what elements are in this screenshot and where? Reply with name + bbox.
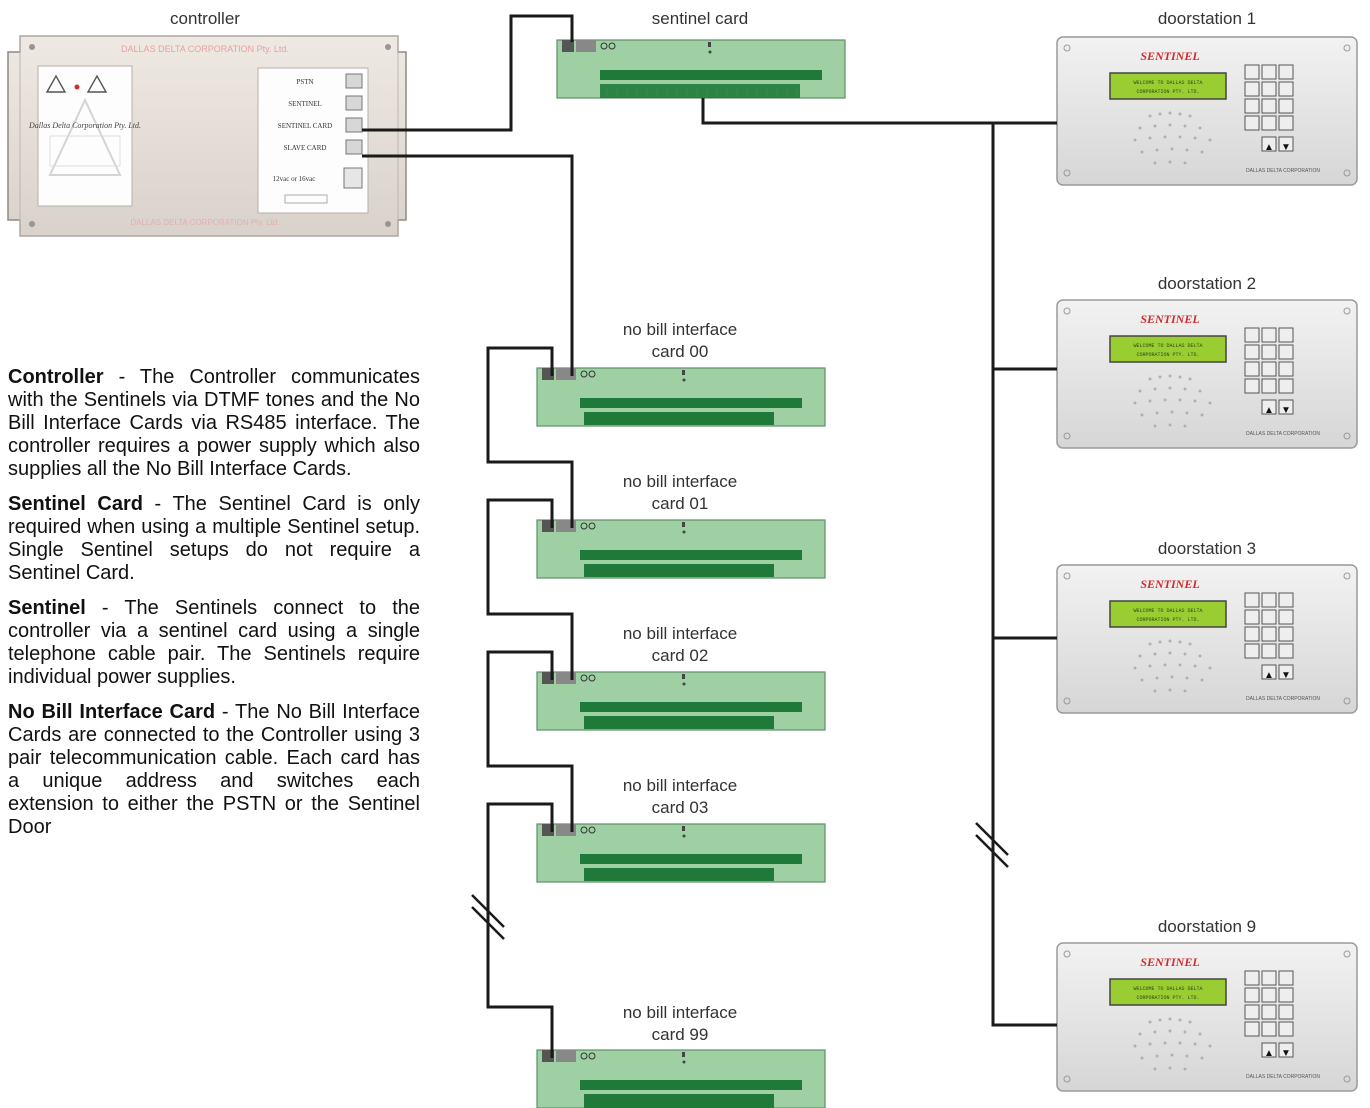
- nb-card-label-00: no bill interface card 00: [580, 319, 780, 363]
- chain-break-mark-1: [471, 894, 505, 928]
- port-label-1: SENTINEL: [288, 100, 321, 108]
- power-label: 12vac or 16vac: [273, 175, 316, 183]
- sentinel-card-board: [556, 39, 846, 99]
- lcd-line2-1: CORPORATION PTY. LTD.: [1136, 89, 1199, 95]
- doorstation-panel-9: SENTINEL WELCOME TO DALLAS DELTA CORPORA…: [1056, 942, 1358, 1092]
- wire-nb-02-03: [486, 650, 574, 832]
- description-text-sentinel-card: The Sentinel Card is only required when …: [8, 493, 421, 584]
- doorstation-brand-9: SENTINEL: [1140, 955, 1199, 969]
- nb-card-label-99-line1: no bill interface: [622, 1003, 738, 1022]
- description-sentinel: Sentinel - The Sentinels connect to the …: [8, 597, 420, 689]
- nb-card-label-00-line1: no bill interface: [622, 320, 738, 339]
- nb-card-board-01: [536, 519, 826, 579]
- description-sentinel-card: Sentinel Card - The Sentinel Card is onl…: [8, 493, 420, 585]
- description-term-sentinel-card: Sentinel Card: [8, 493, 143, 515]
- controller-unit: DALLAS DELTA CORPORATION Pty. Ltd. DALLA…: [7, 35, 407, 237]
- wire-nb-00-01: [486, 346, 574, 528]
- bus-break-mark-2: [975, 834, 1009, 868]
- doorstation-panel-1: SENTINEL WELCOME TO DALLAS DELTA CORPORA…: [1056, 36, 1358, 186]
- nb-card-label-03-line1: no bill interface: [622, 776, 738, 795]
- description-sep-controller: -: [103, 366, 140, 388]
- svg-text:▼: ▼: [1281, 142, 1291, 153]
- doorstation-footer-3: DALLAS DELTA CORPORATION: [1246, 696, 1320, 702]
- doorstation-label-3: doorstation 3: [1157, 539, 1257, 558]
- nb-card-label-03: no bill interface card 03: [580, 775, 780, 819]
- bus-break-mark-1: [975, 822, 1009, 856]
- doorstation-label-1: doorstation 1: [1157, 9, 1257, 28]
- nb-card-label-02-line1: no bill interface: [622, 624, 738, 643]
- doorstation-label-9: doorstation 9: [1157, 917, 1257, 936]
- doorstation-brand-3: SENTINEL: [1140, 577, 1199, 591]
- nb-card-board-00: [536, 367, 826, 427]
- controller-company-text: DALLAS DELTA CORPORATION Pty. Ltd.: [121, 44, 289, 54]
- doorstation-label-2: doorstation 2: [1157, 274, 1257, 293]
- nb-card-label-00-line2: card 00: [651, 342, 709, 361]
- doorstation-footer-9: DALLAS DELTA CORPORATION: [1246, 1074, 1320, 1080]
- doorstation-brand-2: SENTINEL: [1140, 312, 1199, 326]
- nb-card-label-99-line2: card 99: [651, 1025, 709, 1044]
- nb-card-label-02-line2: card 02: [651, 646, 709, 665]
- svg-text:▲: ▲: [1264, 405, 1274, 416]
- lcd-line2-9: CORPORATION PTY. LTD.: [1136, 995, 1199, 1001]
- break-marks: [471, 822, 1009, 940]
- chain-break-mark-2: [471, 906, 505, 940]
- description-text-sentinel: The Sentinels connect to the controller …: [8, 597, 420, 688]
- wire-controller-sentinel-card: [362, 14, 574, 132]
- lcd-line2-3: CORPORATION PTY. LTD.: [1136, 617, 1199, 623]
- doorstation-brand-1: SENTINEL: [1140, 49, 1199, 63]
- description-nb-card: No Bill Interface Card - The No Bill Int…: [8, 701, 420, 839]
- svg-text:▲: ▲: [1264, 670, 1274, 681]
- nb-card-board-03: [536, 823, 826, 883]
- wiring: [362, 14, 1057, 1058]
- description-term-sentinel: Sentinel: [8, 597, 86, 619]
- lcd-line1-3: WELCOME TO DALLAS DELTA: [1133, 608, 1202, 614]
- sentinel-card-label: sentinel card: [651, 9, 749, 28]
- description-text-controller: The Controller communicates with the Sen…: [8, 366, 420, 480]
- doorstation-footer-1: DALLAS DELTA CORPORATION: [1246, 168, 1320, 174]
- controller-label: controller: [170, 9, 240, 28]
- description-sep-sentinel: -: [85, 597, 125, 619]
- svg-text:▼: ▼: [1281, 670, 1291, 681]
- logo-triangle-icon: [86, 74, 108, 93]
- lcd-line1-1: WELCOME TO DALLAS DELTA: [1133, 80, 1202, 86]
- port-label-0: PSTN: [296, 78, 313, 86]
- svg-text:▲: ▲: [1264, 1048, 1274, 1059]
- wire-doorstation-bus: [991, 123, 1057, 1027]
- nb-card-label-02: no bill interface card 02: [580, 623, 780, 667]
- svg-text:▲: ▲: [1264, 142, 1274, 153]
- description-text-nb-card: The No Bill Interface Cards are connecte…: [8, 701, 420, 838]
- lcd-line1-2: WELCOME TO DALLAS DELTA: [1133, 343, 1202, 349]
- nb-card-board-02: [536, 671, 826, 731]
- lcd-line1-9: WELCOME TO DALLAS DELTA: [1133, 986, 1202, 992]
- svg-text:▼: ▼: [1281, 405, 1291, 416]
- wire-nb-03-99: [486, 802, 554, 1058]
- controller-logo-text: Dallas Delta Corporation Pty. Ltd.: [28, 121, 141, 130]
- doorstation-panel-2: SENTINEL WELCOME TO DALLAS DELTA CORPORA…: [1056, 299, 1358, 449]
- lcd-line2-2: CORPORATION PTY. LTD.: [1136, 352, 1199, 358]
- port-label-3: SLAVE CARD: [284, 144, 327, 152]
- doorstation-footer-2: DALLAS DELTA CORPORATION: [1246, 431, 1320, 437]
- wire-sentinel-card-bus: [701, 98, 1057, 125]
- wire-controller-nb-card-00: [362, 154, 574, 376]
- description-controller: Controller - The Controller communicates…: [8, 366, 420, 481]
- doorstation-panel-3: SENTINEL WELCOME TO DALLAS DELTA CORPORA…: [1056, 564, 1358, 714]
- warning-triangle-icon: [45, 74, 67, 93]
- nb-card-board-99: [536, 1049, 826, 1108]
- description-sep-sentinel-card: -: [142, 493, 173, 515]
- description-block: Controller - The Controller communicates…: [8, 366, 420, 851]
- description-sep-nb-card: -: [215, 701, 236, 723]
- nb-card-label-99: no bill interface card 99: [580, 1002, 780, 1046]
- nb-card-label-01-line1: no bill interface: [622, 472, 738, 491]
- controller-footer-text: DALLAS DELTA CORPORATION Pty. Ltd.: [130, 218, 279, 227]
- svg-text:▼: ▼: [1281, 1048, 1291, 1059]
- wire-nb-01-02: [486, 498, 574, 680]
- description-term-controller: Controller: [8, 366, 104, 388]
- port-label-2: SENTINEL CARD: [278, 122, 332, 130]
- nb-card-label-01-line2: card 01: [651, 494, 709, 513]
- nb-card-label-01: no bill interface card 01: [580, 471, 780, 515]
- description-term-nb-card: No Bill Interface Card: [8, 701, 216, 723]
- nb-card-label-03-line2: card 03: [651, 798, 709, 817]
